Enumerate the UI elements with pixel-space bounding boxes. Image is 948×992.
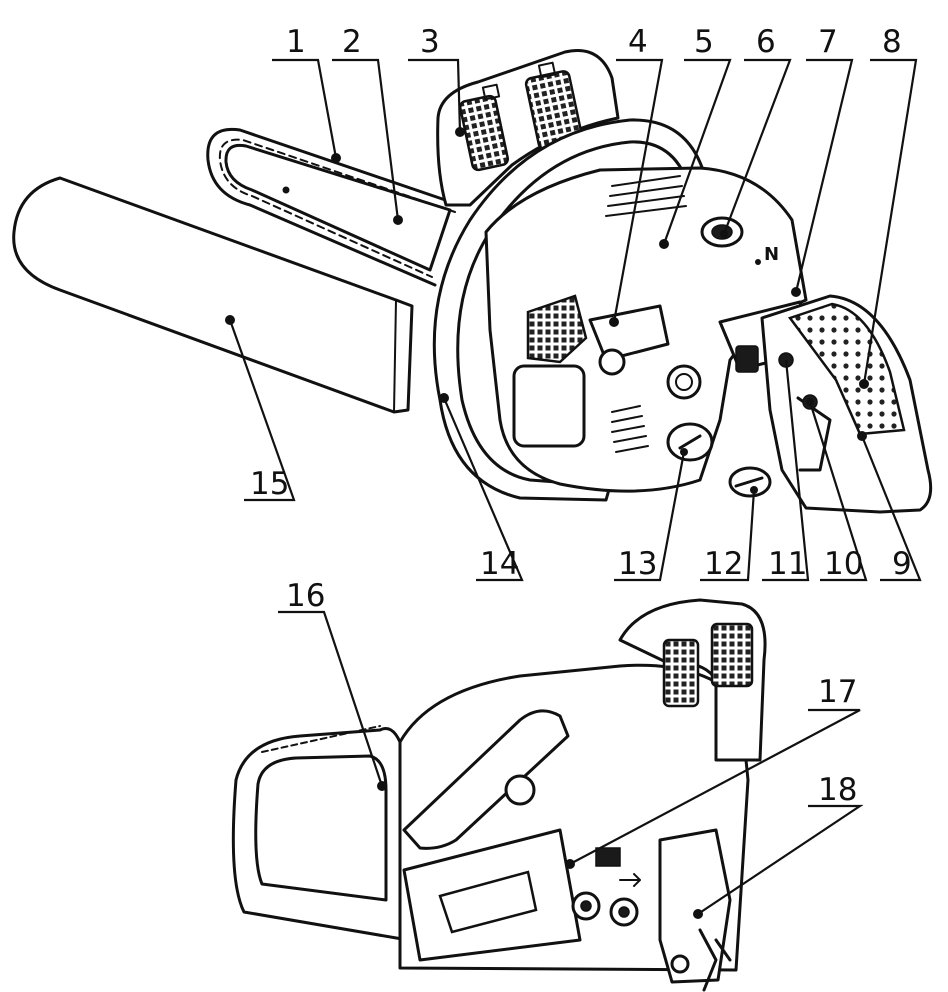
- switch-mark: N: [764, 244, 779, 265]
- chain-stub: [698, 928, 732, 992]
- figure-b-callouts: 16 17 18: [286, 578, 857, 808]
- callout-4: 4: [628, 24, 648, 60]
- top-handle-bar: [402, 709, 570, 850]
- figure-a-leaders: [228, 58, 922, 582]
- figure-a-callouts: 1 2 3 4 5 6 7 8 9 10 11 12 13 14 15: [250, 24, 912, 582]
- callout-14: 14: [480, 546, 519, 582]
- side-panel-recess: [438, 870, 538, 934]
- guard-vent-b1: [662, 638, 700, 708]
- bar-rivet: [282, 186, 290, 194]
- callout-10: 10: [824, 546, 863, 582]
- guard-latch-1: [481, 83, 501, 101]
- decomp-valve: [666, 364, 702, 400]
- callout-6: 6: [756, 24, 776, 60]
- rear-handle-top-ridge: [261, 725, 381, 753]
- guard-vent-b2: [710, 622, 754, 688]
- callout-2: 2: [342, 24, 362, 60]
- scabbard-edge: [393, 299, 397, 413]
- figure-a-saw: N: [12, 49, 933, 514]
- rear-handle-opening: [254, 754, 388, 902]
- handle-pivot: [504, 774, 536, 806]
- guard-latch-2: [537, 61, 557, 79]
- side-grille: [526, 294, 588, 364]
- adjust-arrow: [619, 873, 641, 887]
- filter-panel: [512, 364, 586, 448]
- callout-7: 7: [818, 24, 838, 60]
- callout-8: 8: [882, 24, 902, 60]
- saw-chain: [206, 127, 462, 287]
- callout-9: 9: [892, 546, 912, 582]
- rear-handle-housing: [231, 727, 412, 942]
- stop-switch: [735, 345, 759, 373]
- guide-bar: [224, 143, 452, 272]
- tension-screw: [670, 954, 690, 974]
- cover-ribs: [605, 175, 687, 217]
- callout-3: 3: [420, 24, 440, 60]
- callout-16: 16: [286, 578, 325, 614]
- carb-adjust-panel: [595, 847, 621, 867]
- throttle-trigger: [796, 396, 832, 472]
- cylinder-fins: [611, 405, 649, 453]
- figure-b-saw: [231, 598, 767, 992]
- callout-12: 12: [704, 546, 743, 582]
- figure-b-leaders: [278, 610, 864, 915]
- callout-5: 5: [694, 24, 714, 60]
- callout-13: 13: [618, 546, 657, 582]
- callout-17: 17: [818, 674, 857, 710]
- choke-knob: [598, 348, 626, 376]
- bar-scabbard: [12, 176, 414, 414]
- choke-lever: [588, 304, 670, 362]
- sprocket-cover: [658, 828, 732, 984]
- callout-15: 15: [250, 466, 289, 502]
- callout-18: 18: [818, 772, 857, 808]
- callout-1: 1: [286, 24, 306, 60]
- saw-chain-links: [218, 138, 456, 278]
- callout-11: 11: [768, 546, 807, 582]
- guard-vent-left: [458, 94, 510, 172]
